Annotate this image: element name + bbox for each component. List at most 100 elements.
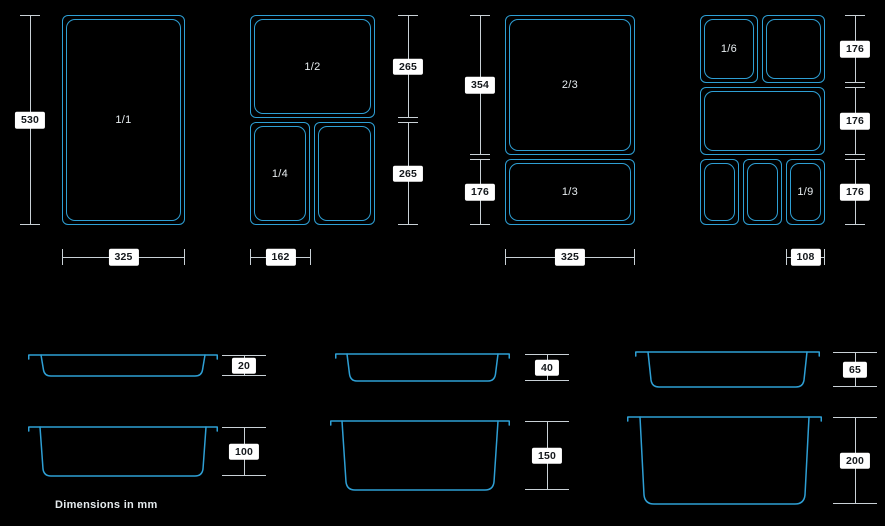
dim-tick (222, 427, 266, 428)
dim-height-265-bottom: 265 (392, 122, 424, 225)
pan-2-3: 2/3 (505, 15, 635, 155)
pan-1-6: 1/6 (700, 15, 758, 83)
dim-label: 265 (392, 165, 424, 182)
dim-label: 325 (554, 248, 586, 266)
dim-tick (222, 475, 266, 476)
dim-tick (845, 159, 865, 160)
dim-label: 108 (790, 248, 821, 266)
dim-label: 150 (531, 447, 563, 464)
dim-tick (398, 122, 418, 123)
dim-tick (470, 15, 490, 16)
dim-label: 530 (14, 111, 46, 129)
dim-depth-65: 65 (833, 352, 877, 387)
pan-body-outline (341, 420, 499, 491)
pan-fraction-label: 1/1 (115, 114, 132, 126)
dim-tick (398, 224, 418, 225)
dim-tick (786, 249, 787, 265)
dim-width-325: 325 (62, 248, 185, 266)
dim-width-162: 162 (250, 248, 311, 266)
pan-1-4-unlabeled (314, 122, 375, 225)
pan-fraction-label: 1/3 (561, 186, 579, 198)
pan-1-2: 1/2 (250, 15, 375, 118)
dim-tick (525, 489, 569, 490)
pan-side-view-drawing (335, 353, 510, 382)
pan-1-3-horizontal (700, 87, 825, 155)
dim-height-176-row3: 176 (839, 159, 871, 225)
dim-tick (20, 224, 40, 225)
dim-width-325-b: 325 (505, 248, 635, 266)
pan-fraction-label: 1/9 (797, 186, 814, 198)
dim-tick (833, 352, 877, 353)
dim-depth-20: 20 (222, 355, 266, 376)
pan-1-3: 1/3 (505, 159, 635, 225)
dim-tick (845, 15, 865, 16)
pan-profile-20mm (28, 353, 218, 386)
dim-label: 100 (228, 443, 260, 460)
pan-profile-65mm (635, 350, 820, 397)
dim-depth-200: 200 (833, 417, 877, 504)
dim-height-354: 354 (464, 15, 496, 155)
dim-tick (634, 249, 635, 265)
dim-label: 176 (839, 183, 871, 201)
pan-side-view-drawing (627, 416, 822, 505)
pan-1-9-c: 1/9 (786, 159, 825, 225)
pan-1-9-a (700, 159, 739, 225)
dim-tick (20, 15, 40, 16)
dim-tick (845, 87, 865, 88)
dim-height-176-row1: 176 (839, 15, 871, 83)
pan-profile-40mm (335, 352, 510, 391)
dim-label: 65 (842, 361, 868, 378)
dim-tick (833, 417, 877, 418)
dim-width-108: 108 (786, 248, 825, 266)
dim-depth-150: 150 (525, 421, 569, 490)
dim-tick (250, 249, 251, 265)
dim-tick (833, 386, 877, 387)
dimensions-note: Dimensions in mm (55, 499, 158, 511)
pan-profile-100mm (28, 425, 218, 486)
pan-fraction-label: 2/3 (561, 79, 579, 91)
dim-label: 40 (534, 359, 560, 376)
dim-tick (833, 503, 877, 504)
dim-tick (222, 355, 266, 356)
dim-height-176-third: 176 (464, 159, 496, 225)
pan-body-outline (639, 416, 810, 505)
dim-label: 20 (231, 357, 257, 374)
pan-profile-200mm (627, 415, 822, 514)
dim-height-265-top: 265 (392, 15, 424, 118)
dim-tick (525, 421, 569, 422)
dim-tick (470, 224, 490, 225)
dim-depth-40: 40 (525, 354, 569, 381)
pan-rim-line (635, 351, 820, 357)
dim-label: 176 (464, 183, 496, 201)
pan-fraction-label: 1/4 (271, 167, 289, 180)
pan-side-view-drawing (28, 354, 218, 377)
pan-1-1: 1/1 (62, 15, 185, 225)
dim-tick (222, 375, 266, 376)
dim-tick (470, 154, 490, 155)
dim-label: 176 (839, 112, 871, 130)
pan-body-outline (39, 426, 207, 477)
dim-label: 325 (108, 248, 139, 266)
pan-fraction-label: 1/2 (304, 60, 321, 73)
pan-side-view-drawing (635, 351, 820, 388)
dim-label: 176 (839, 40, 871, 58)
pan-rim-line (330, 420, 510, 426)
dim-depth-100: 100 (222, 427, 266, 476)
pan-body-outline (346, 353, 499, 382)
pan-side-view-drawing (330, 420, 510, 491)
pan-rim-line (335, 353, 510, 359)
dim-tick (184, 249, 185, 265)
dim-tick (824, 249, 825, 265)
dim-tick (845, 154, 865, 155)
dim-height-176-row2: 176 (839, 87, 871, 155)
dim-tick (62, 249, 63, 265)
dim-tick (310, 249, 311, 265)
pan-1-9-b (743, 159, 782, 225)
dim-tick (845, 224, 865, 225)
pan-fraction-label: 1/6 (720, 43, 738, 55)
dim-tick (505, 249, 506, 265)
dim-tick (398, 117, 418, 118)
dim-tick (845, 82, 865, 83)
pan-profile-150mm (330, 419, 510, 500)
